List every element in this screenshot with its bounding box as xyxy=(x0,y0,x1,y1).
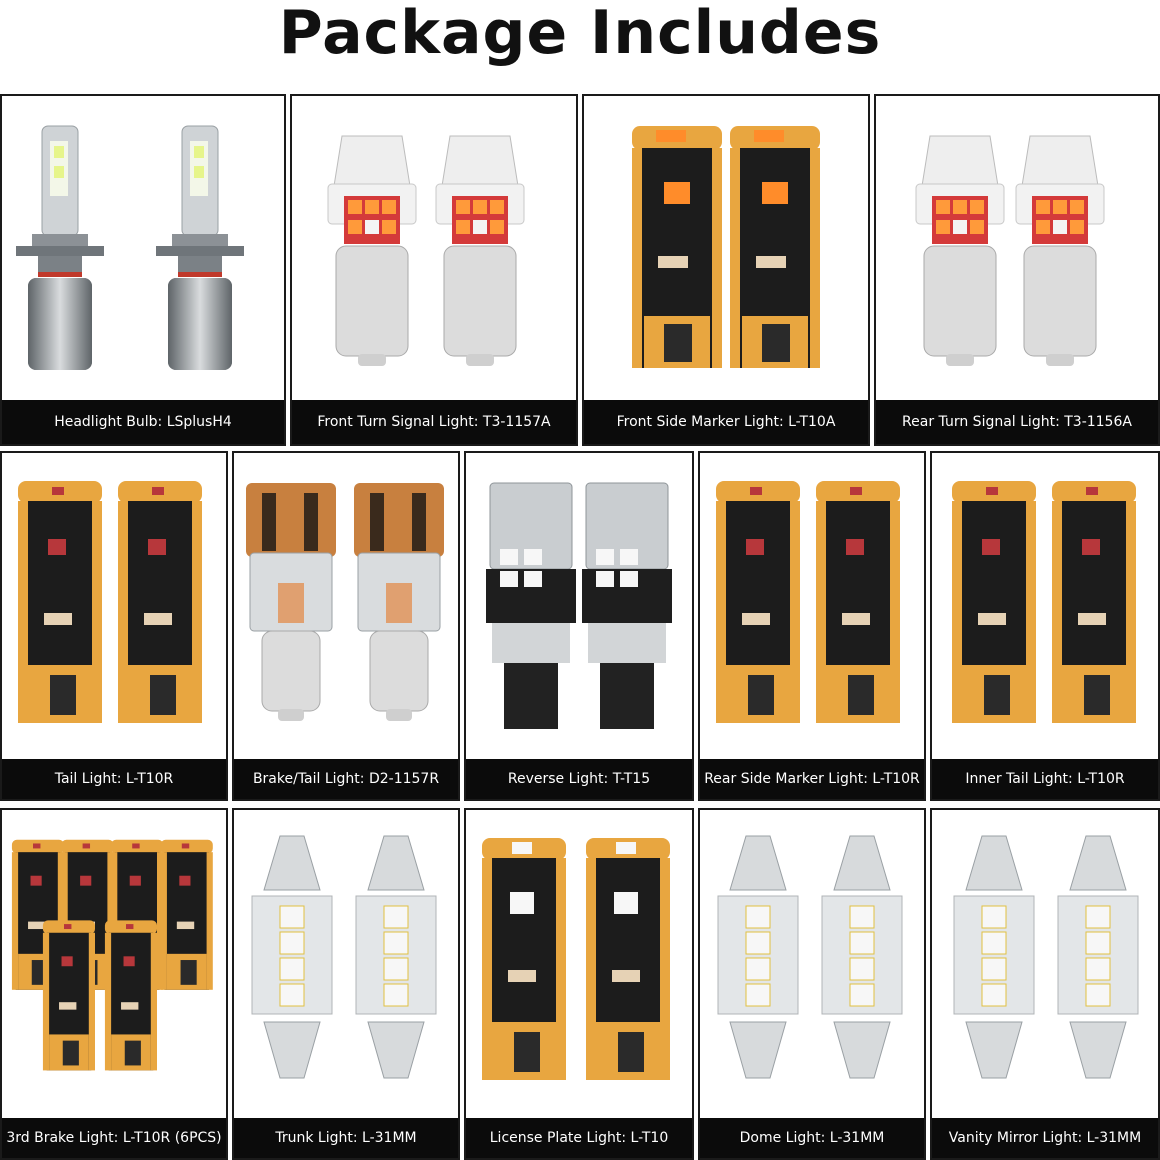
bayonet-amber-bulb-icon xyxy=(876,96,1158,396)
festoon-31mm-bulb-icon xyxy=(700,810,924,1120)
product-tile-trunk: Trunk Light: L-31MM xyxy=(232,808,460,1160)
bayonet-amber-bulb-icon xyxy=(292,96,576,396)
item-caption: Reverse Light: T-T15 xyxy=(466,759,692,799)
item-caption: Tail Light: L-T10R xyxy=(2,759,226,799)
item-caption: Rear Turn Signal Light: T3-1156A xyxy=(876,400,1158,444)
festoon-31mm-bulb-icon xyxy=(234,810,458,1120)
item-caption: License Plate Light: L-T10 xyxy=(466,1118,692,1158)
t10-wedge-amber-bulb-icon xyxy=(584,96,868,396)
product-tile-license-plate: License Plate Light: L-T10 xyxy=(464,808,694,1160)
product-tile-front-side-marker: Front Side Marker Light: L-T10A xyxy=(582,94,870,446)
product-tile-dome: Dome Light: L-31MM xyxy=(698,808,926,1160)
t10-wedge-red-bulb-icon xyxy=(2,810,226,1120)
copper-bayonet-bulb-icon xyxy=(234,453,458,759)
h4-headlight-bulb-icon xyxy=(2,96,284,396)
item-caption: Inner Tail Light: L-T10R xyxy=(932,759,1158,799)
product-tile-reverse: Reverse Light: T-T15 xyxy=(464,451,694,801)
product-tile-brake-tail: Brake/Tail Light: D2-1157R xyxy=(232,451,460,801)
t10-wedge-white-bulb-icon xyxy=(466,810,692,1120)
product-tile-tail-light: Tail Light: L-T10R xyxy=(0,451,228,801)
product-tile-rear-side-marker: Rear Side Marker Light: L-T10R xyxy=(698,451,926,801)
item-caption: Front Side Marker Light: L-T10A xyxy=(584,400,868,444)
item-caption: Front Turn Signal Light: T3-1157A xyxy=(292,400,576,444)
item-caption: Rear Side Marker Light: L-T10R xyxy=(700,759,924,799)
item-caption: 3rd Brake Light: L-T10R (6PCS) xyxy=(2,1118,226,1158)
product-tile-front-turn: Front Turn Signal Light: T3-1157A xyxy=(290,94,578,446)
product-tile-inner-tail: Inner Tail Light: L-T10R xyxy=(930,451,1160,801)
product-tile-vanity-mirror: Vanity Mirror Light: L-31MM xyxy=(930,808,1160,1160)
product-tile-3rd-brake: 3rd Brake Light: L-T10R (6PCS) xyxy=(0,808,228,1160)
product-tile-rear-turn: Rear Turn Signal Light: T3-1156A xyxy=(874,94,1160,446)
product-tile-headlight: Headlight Bulb: LSplusH4 xyxy=(0,94,286,446)
item-caption: Trunk Light: L-31MM xyxy=(234,1118,458,1158)
item-caption: Headlight Bulb: LSplusH4 xyxy=(2,400,284,444)
t10-wedge-red-bulb-icon xyxy=(932,453,1158,759)
page-title: Package Includes xyxy=(278,0,882,68)
t10-wedge-red-bulb-icon xyxy=(2,453,226,759)
t10-wedge-red-bulb-icon xyxy=(700,453,924,759)
item-caption: Vanity Mirror Light: L-31MM xyxy=(932,1118,1158,1158)
festoon-31mm-bulb-icon xyxy=(932,810,1158,1120)
t15-wedge-white-bulb-icon xyxy=(466,453,692,759)
item-caption: Dome Light: L-31MM xyxy=(700,1118,924,1158)
item-caption: Brake/Tail Light: D2-1157R xyxy=(234,759,458,799)
